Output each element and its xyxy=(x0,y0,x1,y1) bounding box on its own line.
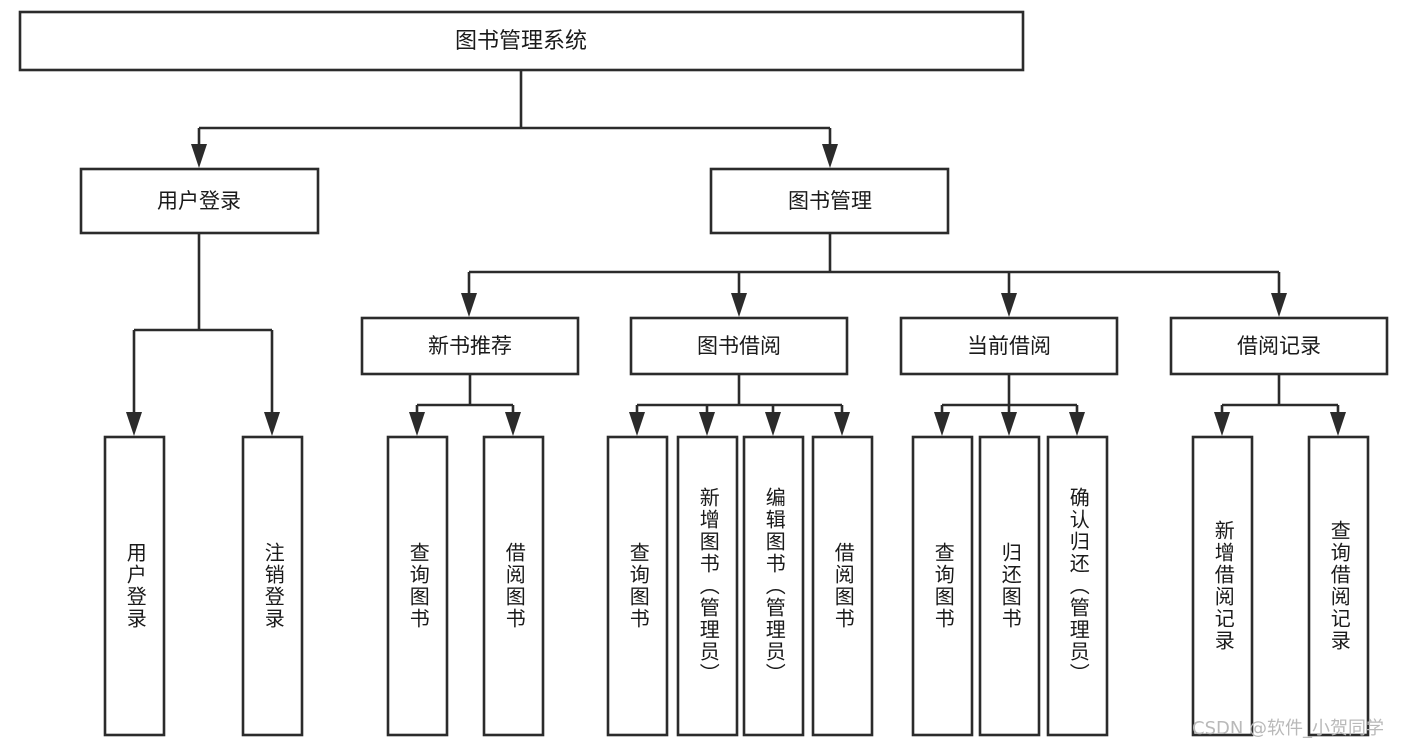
node-current-label: 当前借阅 xyxy=(967,334,1051,358)
leaf-box-rec-query[interactable] xyxy=(1307,435,1370,737)
leaf-box-user-logout[interactable] xyxy=(241,435,304,737)
arrow-head-icon xyxy=(1214,412,1230,436)
arrow-head-icon xyxy=(1330,412,1346,436)
node-login-box xyxy=(79,167,320,235)
arrow-head-icon xyxy=(505,412,521,436)
node-current-box xyxy=(899,316,1119,376)
node-borrow[interactable]: 图书借阅 xyxy=(629,316,849,376)
connector-login-to-leaves xyxy=(126,233,280,436)
leaf-box-bw-add[interactable] xyxy=(676,435,739,737)
node-bookmgmt-label: 图书管理 xyxy=(788,189,872,213)
node-login-label: 用户登录 xyxy=(157,189,241,213)
leaf-box-cur-query[interactable] xyxy=(911,435,974,737)
arrow-head-icon xyxy=(765,412,781,436)
arrow-head-icon xyxy=(1001,412,1017,436)
leaf-box-user-login[interactable] xyxy=(103,435,166,737)
arrow-head-icon xyxy=(934,412,950,436)
leaf-box-cur-confirm[interactable] xyxy=(1046,435,1109,737)
arrow-head-icon xyxy=(629,412,645,436)
connector-borrow-to-leaves xyxy=(629,374,850,436)
connector-records-to-leaves xyxy=(1214,374,1346,436)
arrow-head-icon xyxy=(191,144,207,168)
connector-current-to-leaves xyxy=(934,374,1085,436)
leaf-box-nb-borrow[interactable] xyxy=(482,435,545,737)
arrow-head-icon xyxy=(834,412,850,436)
arrow-head-icon xyxy=(126,412,142,436)
arrow-head-icon xyxy=(822,144,838,168)
leaf-box-bw-query[interactable] xyxy=(606,435,669,737)
arrow-head-icon xyxy=(461,293,477,317)
arrow-head-icon xyxy=(264,412,280,436)
node-bookmgmt[interactable]: 图书管理 xyxy=(709,167,950,235)
node-newbook[interactable]: 新书推荐 xyxy=(360,316,580,376)
leaf-box-cur-return[interactable] xyxy=(978,435,1041,737)
csdn-watermark: CSDN @软件_小贺同学 xyxy=(1192,718,1385,739)
node-records-label: 借阅记录 xyxy=(1237,334,1321,358)
arrow-head-icon xyxy=(409,412,425,436)
connector-newbook-to-leaves xyxy=(409,374,521,436)
leaf-box-nb-query[interactable] xyxy=(386,435,449,737)
node-current[interactable]: 当前借阅 xyxy=(899,316,1119,376)
node-newbook-label: 新书推荐 xyxy=(428,334,512,358)
arrow-head-icon xyxy=(731,293,747,317)
node-root[interactable]: 图书管理系统 xyxy=(18,10,1025,72)
connector-root-to-level2 xyxy=(191,70,838,168)
node-newbook-box xyxy=(360,316,580,376)
node-records[interactable]: 借阅记录 xyxy=(1169,316,1389,376)
node-borrow-label: 图书借阅 xyxy=(697,334,781,358)
leaf-box-bw-borrow[interactable] xyxy=(811,435,874,737)
arrow-head-icon xyxy=(1271,293,1287,317)
node-root-label: 图书管理系统 xyxy=(455,29,587,54)
node-login[interactable]: 用户登录 xyxy=(79,167,320,235)
node-root-box xyxy=(18,10,1025,72)
arrow-head-icon xyxy=(1001,293,1017,317)
arrow-head-icon xyxy=(1069,412,1085,436)
arrow-head-icon xyxy=(699,412,715,436)
leaf-box-bw-edit[interactable] xyxy=(742,435,805,737)
connector-bookmgmt-to-level3 xyxy=(461,233,1287,317)
leaf-box-rec-add[interactable] xyxy=(1191,435,1254,737)
